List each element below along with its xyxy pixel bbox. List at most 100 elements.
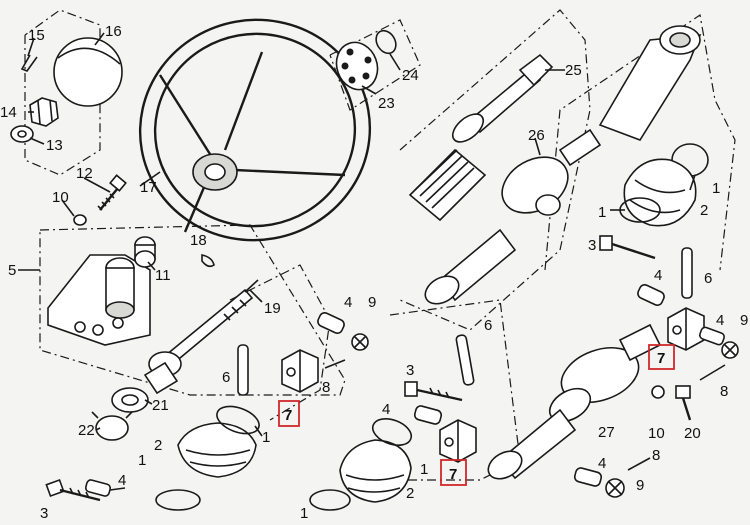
label-1-right-clamp: 1	[598, 204, 606, 221]
label-16: 16	[105, 23, 122, 40]
telescopic-shaft-right	[598, 25, 702, 141]
label-7-right: 7	[657, 350, 665, 367]
highlight-box-7-right	[648, 344, 675, 370]
label-2-right: 2	[700, 202, 708, 219]
bolt-20	[675, 385, 692, 421]
sleeve-4-left	[84, 479, 112, 497]
splined-shaft	[408, 148, 487, 222]
label-1-middle: 1	[420, 461, 428, 478]
label-23: 23	[378, 95, 395, 112]
lock-washer-22	[91, 411, 133, 441]
yoke-block-7-left	[281, 349, 319, 393]
bolt-3-middle	[404, 381, 463, 402]
label-1-bottom-middle: 1	[300, 505, 308, 522]
sleeve-4-right-mid	[698, 326, 726, 346]
label-4-middle: 4	[382, 401, 390, 418]
label-2-left: 2	[154, 437, 162, 454]
washer-13	[10, 125, 34, 143]
ring-1-left	[216, 405, 260, 435]
yoke-block-7-right	[667, 307, 705, 351]
sleeve-4-right-top	[637, 284, 665, 306]
label-14: 14	[0, 104, 17, 121]
label-4-right-mid: 4	[716, 312, 724, 329]
joint-26	[501, 128, 602, 216]
label-20: 20	[684, 425, 701, 442]
snap-ring-24	[375, 29, 397, 55]
label-3-right: 3	[588, 237, 596, 254]
castle-nut-14	[29, 97, 59, 127]
label-11: 11	[155, 267, 171, 284]
steering-wheel-17	[138, 18, 372, 242]
label-5: 5	[8, 262, 16, 279]
boot-2-middle	[339, 439, 412, 503]
cap-16	[53, 37, 123, 107]
label-8-bottom-right: 8	[652, 447, 660, 464]
washer-10	[73, 214, 87, 226]
ring-1-middle	[371, 418, 413, 446]
shaft-25	[451, 53, 554, 143]
leader-lines	[18, 32, 696, 491]
label-22: 22	[78, 422, 95, 439]
yoke-block-7-middle	[439, 419, 477, 463]
label-4-left: 4	[118, 472, 126, 489]
label-21: 21	[152, 397, 169, 414]
pin-18	[201, 254, 215, 268]
label-8-left: 8	[322, 379, 330, 396]
bolt-12	[97, 174, 127, 211]
label-9-right: 9	[740, 312, 748, 329]
label-9-upper: 9	[368, 294, 376, 311]
label-17: 17	[140, 179, 157, 196]
label-8-right: 8	[720, 383, 728, 400]
label-4-bottom-right: 4	[598, 455, 606, 472]
label-4-right-top: 4	[654, 267, 662, 284]
pin-8-right	[699, 364, 726, 381]
label-6-left: 6	[222, 369, 230, 386]
nut-9-bottom-right	[605, 478, 625, 498]
pin-8-upper	[324, 359, 346, 369]
clamp-1-bottom-left	[155, 489, 201, 511]
bracket-5	[47, 254, 151, 346]
washer-21	[111, 387, 149, 413]
label-19: 19	[264, 300, 281, 317]
washer-10-right	[651, 385, 665, 399]
label-13: 13	[46, 137, 63, 154]
pin-6-middle	[455, 334, 475, 386]
label-4-upper: 4	[344, 294, 352, 311]
label-10: 10	[52, 189, 69, 206]
label-26: 26	[528, 127, 545, 144]
sleeve-4-middle	[413, 405, 443, 425]
sleeve-4-upper	[317, 312, 345, 334]
label-25: 25	[565, 62, 582, 79]
part-labels: 15 16 14 13 17 12 10 5 11 18 19 23 24 25…	[0, 23, 748, 522]
label-1-right-top: 1	[712, 180, 720, 197]
pin-8-bottom-right	[627, 457, 651, 471]
label-6-middle: 6	[484, 317, 492, 334]
label-6-right: 6	[704, 270, 712, 287]
nut-9-right	[721, 341, 739, 359]
label-1-left: 1	[262, 429, 270, 446]
clamp-1-bottom-middle	[309, 489, 351, 511]
label-3-middle: 3	[406, 362, 414, 379]
label-7-middle: 7	[449, 466, 457, 483]
label-18: 18	[190, 232, 207, 249]
nut-9-upper	[351, 333, 369, 351]
label-27: 27	[598, 424, 615, 441]
bolt-3-left	[45, 478, 101, 502]
label-3-left: 3	[40, 505, 48, 522]
label-24: 24	[402, 67, 419, 84]
pin-6-left	[237, 344, 249, 396]
boot-2-right	[623, 158, 697, 227]
boot-2-left	[177, 422, 257, 478]
steering-shaft-19	[143, 279, 259, 395]
label-9-bottom-right: 9	[636, 477, 644, 494]
label-2-middle: 2	[406, 485, 414, 502]
label-10-right: 10	[648, 425, 665, 442]
highlight-box-7-middle	[440, 459, 467, 486]
label-12: 12	[76, 165, 93, 182]
yoke-lower-center	[424, 228, 517, 305]
sleeve-4-bottom-right	[573, 467, 603, 487]
universal-joint-27	[487, 323, 662, 480]
bush-11	[134, 236, 156, 268]
